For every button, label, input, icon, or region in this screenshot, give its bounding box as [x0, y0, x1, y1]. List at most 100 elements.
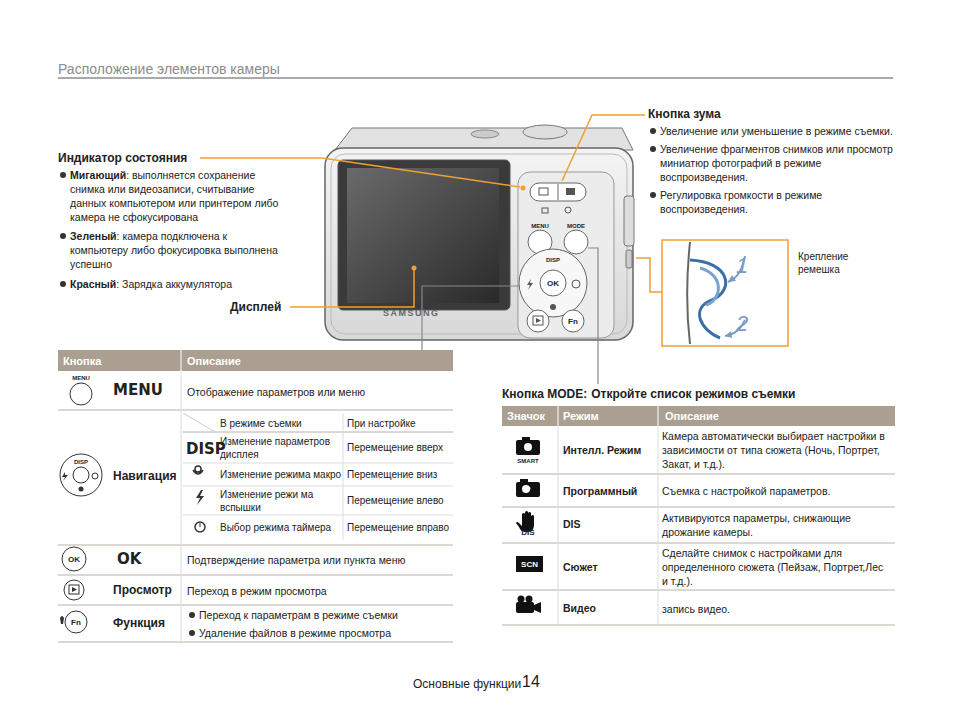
- text-block: Съемка с настройкой параметров.: [662, 484, 892, 498]
- text-block: P: [523, 485, 533, 494]
- text-block: Кнопка: [63, 354, 101, 368]
- label: Переход к параметрам в режиме съемки: [199, 609, 398, 621]
- label: MENU: [531, 223, 549, 229]
- text-block: Активируются параметры, снижающие дрожан…: [662, 511, 892, 539]
- label: OK: [547, 279, 559, 288]
- label: Основные функции: [413, 677, 521, 691]
- label: P: [525, 485, 530, 494]
- label: DISP: [74, 459, 88, 465]
- label: Подтверждение параметра или пункта меню: [187, 554, 405, 566]
- text-block: SMART: [506, 458, 550, 465]
- text-block: Изменение режима макро: [220, 468, 341, 481]
- label: OK: [117, 550, 141, 568]
- text-block: Дисплей: [230, 300, 281, 315]
- text-block: Камера автоматически выбирает настройки …: [662, 429, 892, 471]
- text-block: Fn: [563, 317, 583, 326]
- label: 14: [522, 673, 540, 690]
- label: Увеличение или уменьшение в режиме съемк…: [660, 125, 893, 137]
- label: Перемещение влево: [347, 495, 444, 506]
- text-block: При настройке: [347, 417, 416, 430]
- text-block: MENU: [113, 381, 163, 399]
- label: 1: [736, 253, 748, 278]
- text-block: Переход к параметрам в режиме съемки: [187, 608, 461, 622]
- text-block: DISP: [186, 440, 226, 458]
- text-block: Перемещение вверх: [347, 441, 443, 454]
- text-block: Мигающий: выполняется сохранение снимка …: [58, 168, 282, 224]
- text-block: MENU: [66, 375, 96, 382]
- text-block: Увеличение или уменьшение в режиме съемк…: [648, 124, 910, 138]
- label: Камера автоматически выбирает настройки …: [662, 430, 885, 470]
- label: Кнопка MODE:: [502, 387, 587, 401]
- text-block: MENU: [527, 223, 553, 230]
- text-block: Кнопка MODE:Откройте список режимов съем…: [502, 387, 795, 402]
- text-block: Описание: [665, 409, 719, 423]
- text-block: Удаление файлов в режиме просмотра: [187, 626, 461, 640]
- text-block: DISP: [69, 459, 93, 466]
- label: Описание: [187, 355, 241, 367]
- text-block: MODE: [563, 223, 589, 230]
- text-block: 14: [522, 673, 540, 691]
- text-block: Режим: [563, 409, 599, 423]
- label: 2: [736, 311, 748, 336]
- text-block: Описание: [187, 354, 241, 368]
- label: MODE: [567, 223, 585, 229]
- text-block: Зеленый: камера подключена к компьютеру …: [58, 229, 282, 271]
- label: Зеленый: [70, 230, 117, 242]
- text-block: В режиме съемки: [220, 417, 302, 430]
- label: Fn: [568, 317, 578, 326]
- text-block: Перемещение вниз: [347, 468, 437, 481]
- text-block: Регулировка громкости в режиме воспроизв…: [648, 188, 910, 216]
- label: Сюжет: [563, 561, 598, 573]
- label: Описание: [665, 410, 719, 422]
- label: : Зарядка аккумулятора: [116, 278, 232, 290]
- text-block: Отображение параметров или меню: [187, 385, 365, 399]
- text-block: Функция: [113, 616, 165, 631]
- text-block: Изменение параметров дисплея: [220, 435, 338, 461]
- label: Выбор режима таймера: [220, 522, 331, 533]
- label: DISP: [186, 440, 226, 458]
- text-block: Индикатор состояния: [58, 151, 187, 166]
- label: SAMSUNG: [383, 308, 440, 318]
- text-block: Изменение режи ма вспышки: [220, 488, 338, 514]
- label: Сделайте снимок с настройками для опреде…: [662, 547, 883, 587]
- text-block: запись видео.: [662, 602, 892, 616]
- label: SCN: [521, 560, 538, 569]
- text-block: Сюжет: [563, 560, 598, 574]
- label: При настройке: [347, 418, 416, 429]
- label: Перемещение вниз: [347, 469, 437, 480]
- text-block: 1: [736, 254, 748, 278]
- label: MENU: [72, 375, 90, 381]
- label: Увеличение фрагментов снимков или просмо…: [660, 143, 893, 183]
- text-block: Просмотр: [113, 583, 172, 598]
- label: Изменение режи ма вспышки: [220, 489, 313, 513]
- text-block: Крепление ремешка: [798, 250, 878, 276]
- text-block: OK: [543, 279, 563, 288]
- label: Кнопка: [63, 355, 101, 367]
- title-block: Расположение элементов камеры: [58, 61, 280, 77]
- label: Изменение параметров дисплея: [220, 436, 330, 460]
- label: Индикатор состояния: [58, 151, 187, 165]
- text-block: Программный: [563, 484, 637, 498]
- label: Съемка с настройкой параметров.: [662, 485, 830, 497]
- text-block: Подтверждение параметра или пункта меню: [187, 553, 405, 567]
- label: Программный: [563, 485, 637, 497]
- label: Активируются параметры, снижающие дрожан…: [662, 512, 851, 538]
- label: Режим: [563, 410, 599, 422]
- text-block: Перемещение вправо: [347, 521, 449, 534]
- label: OK: [68, 555, 80, 564]
- label: Удаление файлов в режиме просмотра: [199, 627, 391, 639]
- label: Красный: [70, 278, 116, 290]
- page-title: Расположение элементов камеры: [58, 61, 280, 77]
- text-block: Fn: [66, 618, 86, 627]
- label: Перемещение вверх: [347, 442, 443, 453]
- label: Мигающий: [70, 169, 126, 181]
- label: Изменение режима макро: [220, 469, 341, 480]
- text-block: Выбор режима таймера: [220, 521, 331, 534]
- label: DISP: [546, 257, 560, 263]
- text-block: Увеличение фрагментов снимков или просмо…: [648, 142, 910, 184]
- text-block: SCN: [516, 560, 543, 569]
- label: запись видео.: [662, 603, 730, 615]
- text-block: Красный: Зарядка аккумулятора: [58, 277, 282, 291]
- label: Перемещение вправо: [347, 522, 449, 533]
